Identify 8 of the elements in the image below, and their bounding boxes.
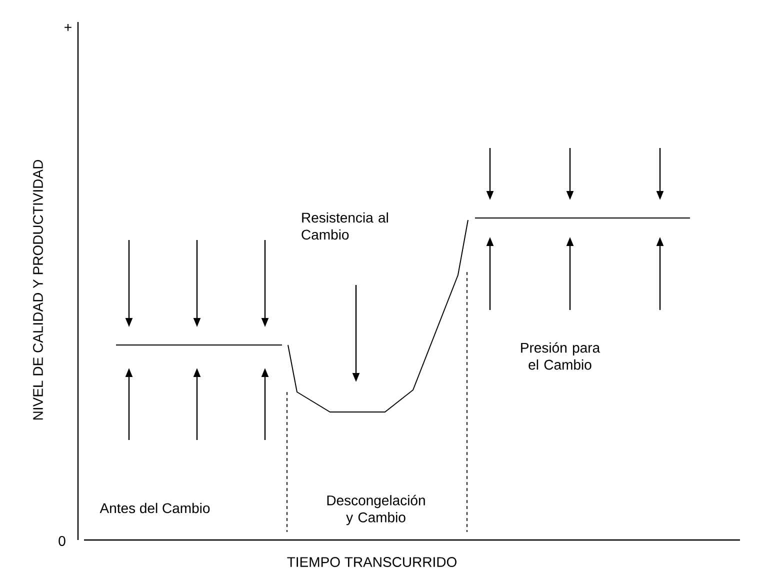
- axis-title: NIVEL DE CALIDAD Y PRODUCTIVIDAD: [33, 160, 43, 420]
- text-label: Descongelación y Cambio: [327, 494, 425, 526]
- text-label: Presión para el Cambio: [521, 342, 600, 370]
- axis-label: 0: [58, 536, 66, 546]
- axis-label: +: [64, 24, 72, 31]
- text-label: Resistencia al Cambio: [302, 212, 388, 240]
- text-label: Antes del Cambio: [100, 502, 210, 514]
- axis-title: TIEMPO TRANSCURRIDO: [287, 557, 456, 567]
